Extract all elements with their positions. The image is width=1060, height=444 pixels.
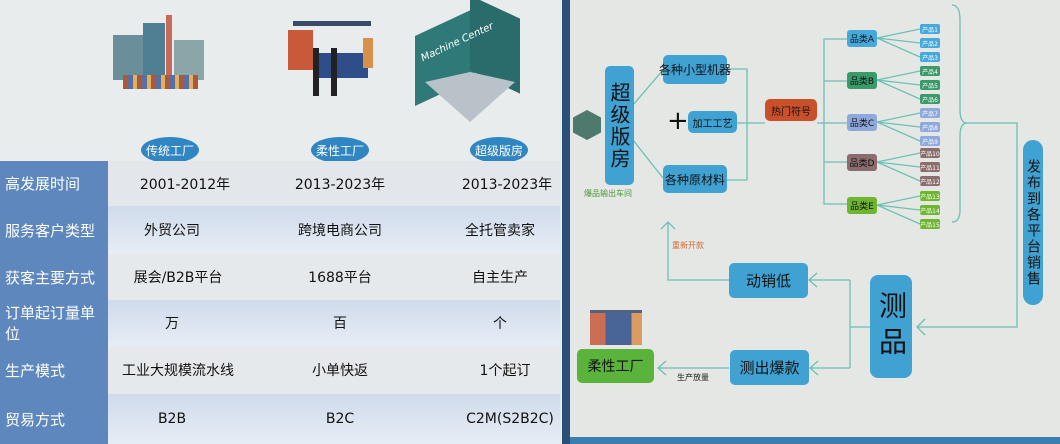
product-tag: 产品4 xyxy=(920,66,940,76)
flexible-factory-icon xyxy=(590,310,642,345)
cell: 自主生产 xyxy=(472,270,528,286)
flexible-factory-illustration xyxy=(278,18,383,98)
product-connector xyxy=(876,37,921,58)
product-connector xyxy=(876,70,921,81)
connector-lines xyxy=(632,4,1018,376)
machines-box: 各种小型机器 xyxy=(659,55,731,84)
plus-icon: + xyxy=(667,106,689,136)
product-connector xyxy=(876,152,921,163)
column-header-traditional: 传统工厂 xyxy=(141,137,199,163)
product-connector xyxy=(876,79,921,86)
row-label: 高发展时间 xyxy=(0,161,108,206)
cell: 1个起订 xyxy=(479,363,531,379)
scale-up-label: 生产放量 xyxy=(677,373,709,382)
workshop-hexagon-icon xyxy=(573,110,601,140)
product-connector xyxy=(876,121,921,142)
product-tag: 产品7 xyxy=(920,108,940,118)
product-connector xyxy=(876,204,921,225)
cell: 2013-2023年 xyxy=(461,176,553,193)
cell: 小单快返 xyxy=(312,363,368,379)
machine-center-illustration: Machine Center xyxy=(410,0,525,132)
table-row: 获客主要方式 展会/B2B平台 1688平台 自主生产 xyxy=(0,254,560,300)
cell: 外贸公司 xyxy=(144,223,200,239)
row-label: 服务客户类型 xyxy=(0,206,108,254)
table-row: 贸易方式 B2B B2C C2M(S2B2C) xyxy=(0,394,560,444)
row-label: 生产模式 xyxy=(0,346,108,394)
product-tag: 产品3 xyxy=(920,52,940,62)
redesign-label: 重新开款 xyxy=(672,241,704,250)
product-tag: 产品9 xyxy=(920,136,940,146)
table-row: 高发展时间 2001-2012年 2013-2023年 2013-2023年 xyxy=(0,161,560,206)
cell: 个 xyxy=(493,316,507,332)
column-header-super-room: 超级版房 xyxy=(470,137,528,163)
cell: C2M(S2B2C) xyxy=(466,411,554,427)
category-box: 品类D xyxy=(847,154,877,171)
product-connector xyxy=(876,37,921,44)
product-connector xyxy=(876,112,921,123)
product-tag: 产品5 xyxy=(920,80,940,90)
comparison-panel: Machine Center 传统工厂 柔性工厂 超级版房 高发展时间 2001… xyxy=(0,0,562,444)
super-room-caption: 爆品输出车间 xyxy=(584,189,632,198)
table-row: 订单起订量单位 万 百 个 xyxy=(0,300,560,346)
product-tag: 产品8 xyxy=(920,122,940,132)
low-sales-box: 动销低 xyxy=(729,263,808,298)
product-tag: 产品1 xyxy=(920,24,940,34)
product-connector xyxy=(876,161,921,182)
cell: 全托管卖家 xyxy=(465,223,535,239)
category-box: 品类A xyxy=(847,30,877,47)
cell: 万 xyxy=(165,316,179,332)
column-header-flexible: 柔性工厂 xyxy=(311,137,369,163)
product-connector xyxy=(876,121,921,128)
category-box: 品类E xyxy=(847,197,877,214)
flow-diagram: 超级版房 爆品输出车间 各种小型机器 + 加工工艺 各种原材料 热门符号 品类A… xyxy=(570,0,1060,437)
product-connector xyxy=(876,28,921,39)
product-tag: 产品2 xyxy=(920,38,940,48)
product-connector xyxy=(876,195,921,206)
cell: 2013-2023年 xyxy=(294,176,386,193)
row-label: 贸易方式 xyxy=(0,394,108,444)
product-tag: 产品14 xyxy=(920,205,940,215)
product-connector xyxy=(876,79,921,100)
product-tag: 产品15 xyxy=(920,219,940,229)
table-row: 服务客户类型 外贸公司 跨境电商公司 全托管卖家 xyxy=(0,206,560,254)
row-label: 订单起订量单位 xyxy=(0,300,108,346)
cell: 百 xyxy=(333,316,347,332)
super-room-box: 超级版房 xyxy=(605,66,634,185)
cell: 跨境电商公司 xyxy=(298,223,382,239)
bottom-strip xyxy=(570,437,1060,444)
product-tag: 产品13 xyxy=(920,191,940,201)
test-product-box: 测品 xyxy=(870,275,912,378)
traditional-factory-illustration xyxy=(108,15,213,90)
cell: B2C xyxy=(325,411,355,427)
category-box: 品类C xyxy=(847,114,877,131)
process-box: 加工工艺 xyxy=(688,111,737,133)
flexible-factory-box: 柔性工厂 xyxy=(577,349,654,383)
cell: B2B xyxy=(157,411,187,427)
hot-items-box: 热门符号 xyxy=(765,99,817,121)
product-connector xyxy=(876,204,921,211)
materials-box: 各种原材料 xyxy=(663,165,727,193)
product-tag: 产品6 xyxy=(920,94,940,104)
product-tag: 产品11 xyxy=(920,162,940,172)
row-label: 获客主要方式 xyxy=(0,254,108,300)
product-tag: 产品12 xyxy=(920,176,940,186)
product-connector xyxy=(876,161,921,168)
hit-product-box: 测出爆款 xyxy=(730,350,809,385)
product-tag: 产品10 xyxy=(920,148,940,158)
cell: 2001-2012年 xyxy=(139,176,231,193)
publish-box: 发布到各平台销售 xyxy=(1023,140,1043,305)
cell: 工业大规模流水线 xyxy=(122,363,234,379)
cell: 1688平台 xyxy=(308,270,372,286)
brace xyxy=(951,4,968,223)
category-box: 品类B xyxy=(847,72,877,89)
cell: 展会/B2B平台 xyxy=(133,270,223,286)
table-row: 生产模式 工业大规模流水线 小单快返 1个起订 xyxy=(0,346,560,394)
